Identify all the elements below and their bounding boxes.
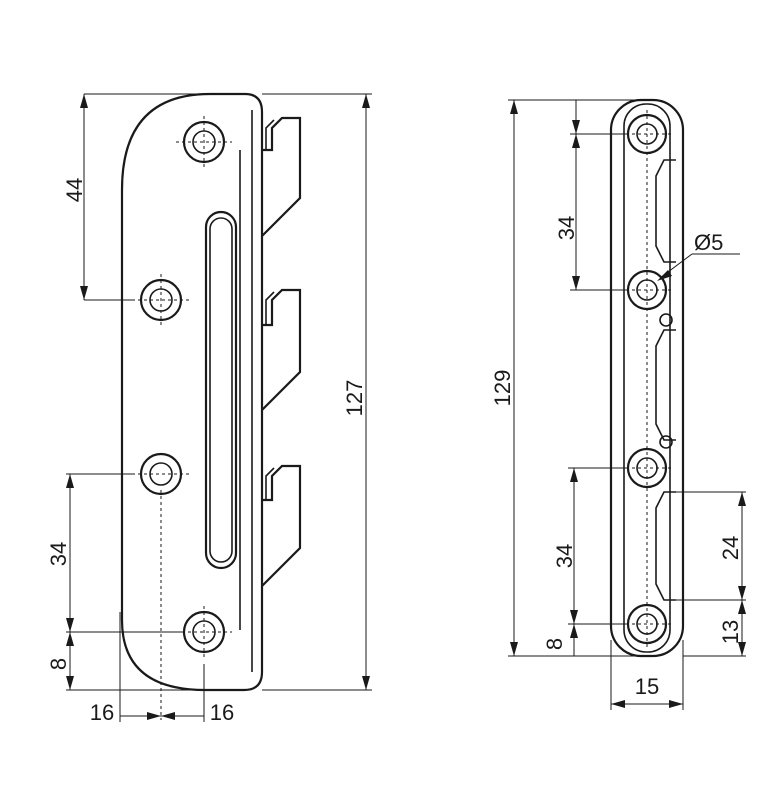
side-plate-inner: [623, 103, 671, 653]
side-slot-1: [655, 159, 676, 263]
dim-15-label: 15: [635, 674, 659, 699]
dim-13: [683, 600, 746, 657]
dim-24-label: 24: [718, 536, 743, 560]
side-notch-2: [659, 435, 673, 449]
front-view: 44 34 8 127: [46, 92, 372, 725]
side-view: 129 34 34 8 Ø5: [490, 98, 746, 710]
dim-8-front-label: 8: [46, 658, 71, 670]
dim-127-label: 127: [342, 380, 367, 417]
dim-34-side-bottom-label: 34: [552, 544, 577, 568]
dim-diameter-leader: [657, 253, 740, 281]
side-slot-3: [655, 491, 676, 601]
center-slot-inner: [209, 217, 233, 563]
dim-34-front-label: 34: [46, 542, 71, 566]
hook-inner-2: [265, 291, 275, 325]
dim-24: [676, 491, 746, 601]
dim-44-label: 44: [62, 178, 87, 202]
dim-16-pair: [119, 612, 205, 722]
dim-8-front: [66, 632, 205, 691]
hook-inner-1: [265, 119, 275, 150]
dim-15: [610, 640, 684, 710]
dim-44: [80, 93, 210, 301]
dim-16-left-label: 16: [90, 700, 114, 725]
front-plate-outline: [120, 92, 264, 692]
dim-34-side-top: [570, 100, 628, 291]
dim-8-side-label: 8: [542, 638, 567, 650]
dim-34-front: [66, 473, 184, 633]
dim-16-right-label: 16: [210, 700, 234, 725]
dim-127: [262, 93, 372, 691]
dim-diameter-label: Ø5: [694, 230, 723, 255]
front-hole-4: [176, 606, 232, 660]
front-hole-3: [132, 452, 192, 496]
hook-teeth: [261, 116, 302, 587]
hook-inner-3: [265, 467, 275, 500]
front-hole-1: [176, 116, 232, 170]
front-hole-2: [132, 274, 192, 328]
dim-34-side-bottom: [568, 467, 628, 656]
dim-129-label: 129: [490, 370, 515, 407]
dim-34-side-top-label: 34: [554, 216, 579, 240]
center-slot: [204, 210, 238, 570]
side-slot-2: [655, 329, 676, 441]
dim-129: [508, 99, 647, 657]
dim-13-label: 13: [718, 620, 743, 644]
side-notch-1: [659, 313, 673, 327]
